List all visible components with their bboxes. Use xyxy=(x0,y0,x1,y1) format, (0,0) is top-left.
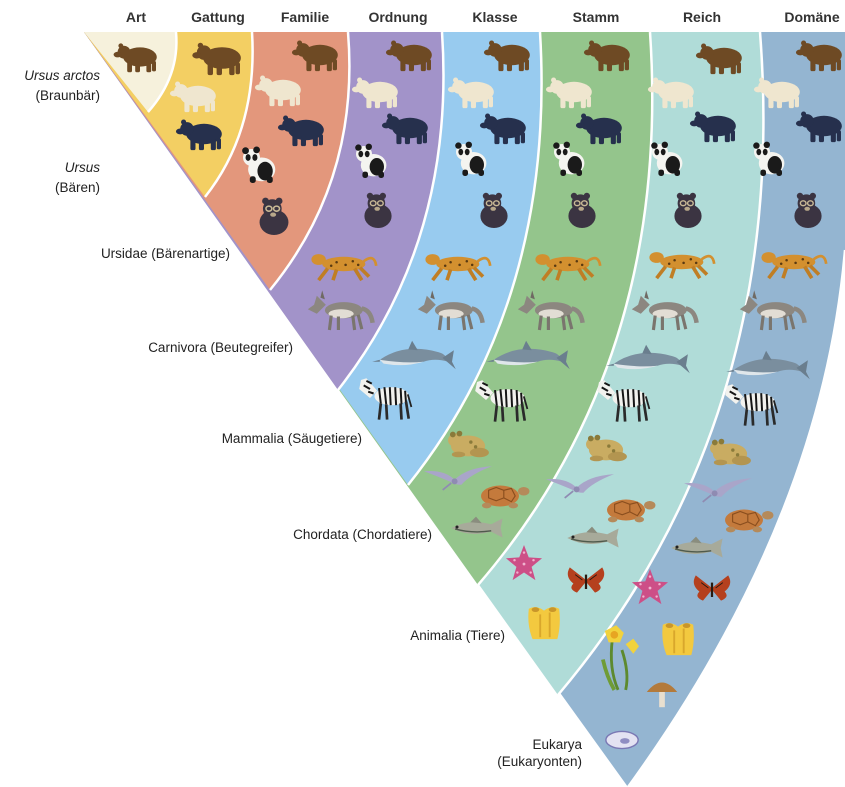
taxon-label: Chordata (Chordatiere) xyxy=(293,527,432,542)
protist-icon xyxy=(606,731,638,748)
taxon-label: Animalia (Tiere) xyxy=(410,628,505,643)
rank-header: Klasse xyxy=(472,9,517,25)
taxon-label: Eukarya xyxy=(532,737,582,752)
taxon-label: (Eukaryonten) xyxy=(497,754,582,769)
taxon-label-common: (Bären) xyxy=(55,180,100,195)
taxon-label: Mammalia (Säugetiere) xyxy=(222,431,362,446)
rank-header: Ordnung xyxy=(368,9,427,25)
taxon-label-scientific: Ursus arctos xyxy=(24,68,100,83)
taxon-label: Carnivora (Beutegreifer) xyxy=(148,340,293,355)
rank-header: Familie xyxy=(281,9,329,25)
rank-header: Stamm xyxy=(573,9,620,25)
sponge-icon xyxy=(528,607,560,639)
taxon-label-common: (Braunbär) xyxy=(35,88,100,103)
sponge-icon xyxy=(662,623,694,655)
rank-header: Art xyxy=(126,9,147,25)
rank-headers: Art Gattung Familie Ordnung Klasse Stamm Reich… xyxy=(126,9,840,25)
rank-header: Reich xyxy=(683,9,721,25)
rank-header: Gattung xyxy=(191,9,245,25)
taxon-label-scientific: Ursus xyxy=(65,160,101,175)
taxon-label: Ursidae (Bärenartige) xyxy=(101,246,230,261)
rank-header: Domäne xyxy=(784,9,839,25)
